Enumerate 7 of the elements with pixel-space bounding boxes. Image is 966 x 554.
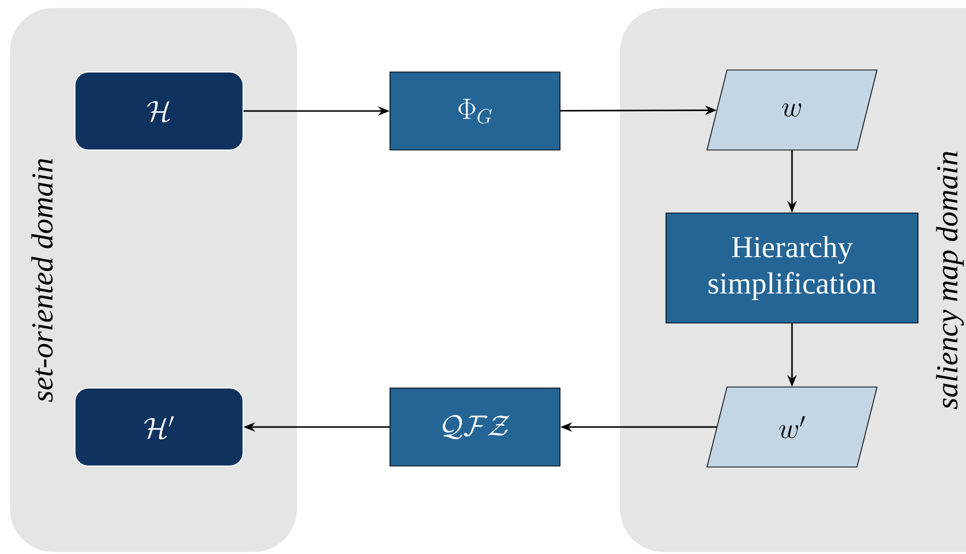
- domain-label: set-oriented domain: [31, 159, 53, 402]
- rounded-box: $\mathcal{H}$: [74, 72, 244, 150]
- rounded-box: $\mathcal{H}'$: [74, 388, 244, 466]
- domain-label: saliency map domain: [936, 152, 964, 410]
- process-box: Hierarchy simplification: [666, 212, 918, 324]
- process-box: $\Phi_G$: [390, 72, 560, 150]
- process-box: $\mathcal{Q}\mathcal{F}\mathcal{Z}$: [390, 388, 560, 466]
